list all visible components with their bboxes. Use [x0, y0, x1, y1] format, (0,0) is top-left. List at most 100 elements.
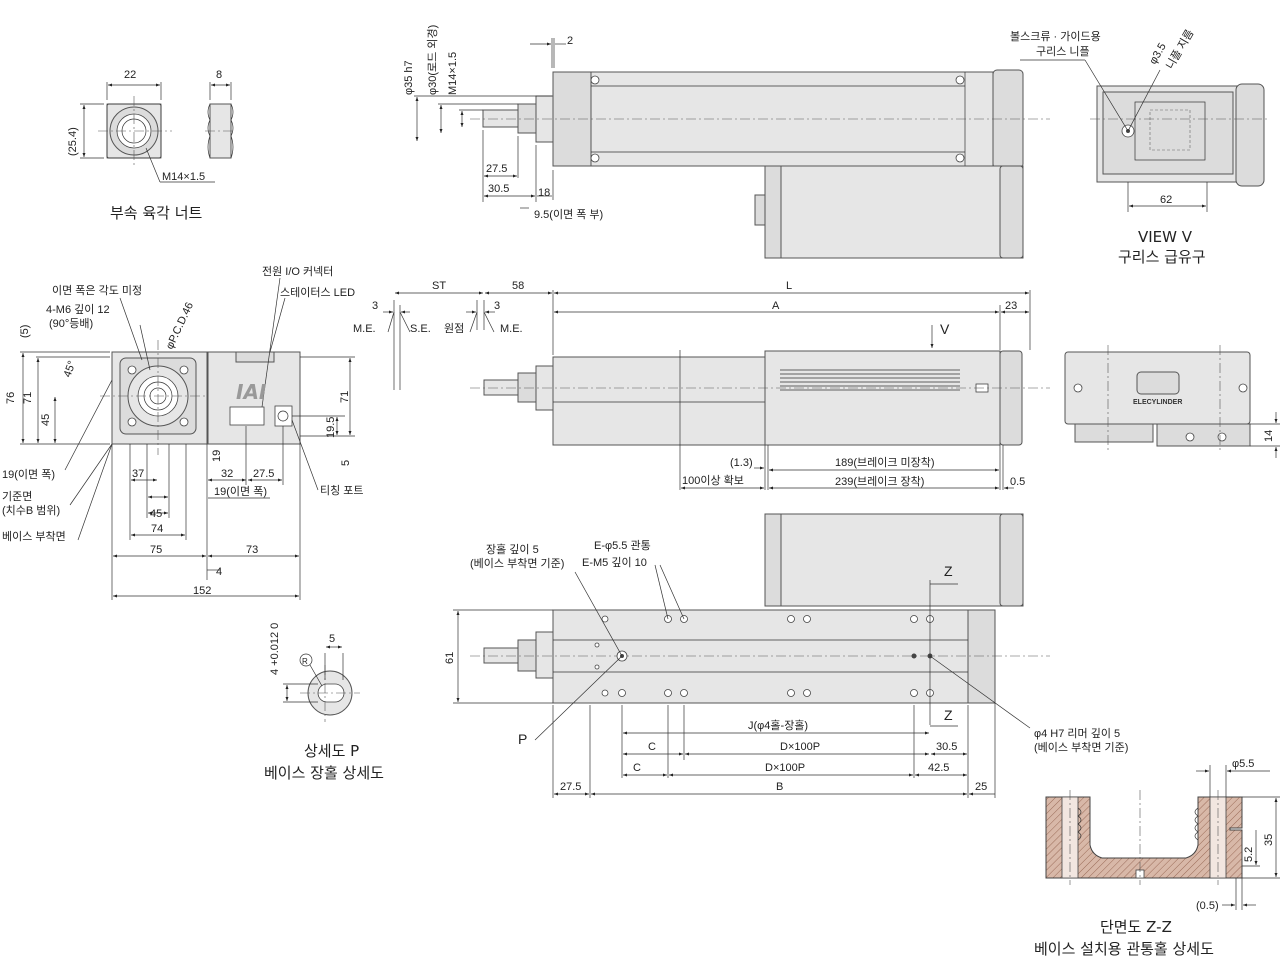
- top-m14-label: M14×1.5: [447, 52, 459, 95]
- detail-p-r: R: [302, 657, 308, 666]
- bottom-d30-5-label: 30.5: [936, 741, 957, 753]
- end-note-tap2: (90°등배): [49, 317, 93, 330]
- end-d27-5-label: 27.5: [253, 468, 274, 480]
- end-d74-label: 74: [151, 523, 163, 535]
- bottom-reamer2: (베이스 부착면 기준): [1034, 741, 1128, 754]
- zz-d0-5-label: (0.5): [1196, 900, 1219, 912]
- bottom-e-hole: E-φ5.5 관통: [594, 539, 651, 552]
- section-zz-drawing: [1045, 765, 1280, 910]
- top-d2-label: 2: [567, 35, 573, 47]
- side-origin-label: 원점: [444, 322, 464, 335]
- top-d27-5-label: 27.5: [486, 163, 507, 175]
- side-L-label: L: [786, 280, 792, 292]
- bottom-d25-label: 25: [975, 781, 987, 793]
- side-d58-label: 58: [512, 280, 524, 292]
- nut-thread-label: M14×1.5: [162, 171, 205, 183]
- nut-thickness-label: 8: [216, 69, 222, 81]
- end-d19back-label: 19(이면 폭): [2, 468, 55, 481]
- side-d3b-label: 3: [494, 300, 500, 312]
- end-d19-5-label: 19.5: [325, 417, 337, 438]
- motor-fins: [780, 369, 960, 391]
- side-d189-label: 189(브레이크 미장착): [835, 456, 935, 469]
- side-A-label: A: [772, 300, 780, 312]
- side-se-label: S.E.: [410, 323, 431, 335]
- bottom-e-tap: E-M5 깊이 10: [582, 556, 647, 569]
- end-d5r-label: 5: [340, 460, 352, 466]
- top-view-drawing: [414, 38, 1050, 259]
- end-d75-label: 75: [150, 544, 162, 556]
- bottom-B-label: B: [776, 781, 783, 793]
- end-d73-label: 73: [246, 544, 258, 556]
- end-view-drawing: [20, 277, 355, 600]
- detail-p-tol: 4 +0.012 0: [269, 623, 281, 675]
- side-d23-label: 23: [1005, 300, 1017, 312]
- end-pcd-label: φP.C.D.46: [164, 301, 196, 352]
- side-d239-label: 239(브레이크 장착): [835, 475, 924, 488]
- top-d30-label: φ30(로드 외경): [426, 25, 439, 95]
- end-d45-label: 45: [150, 508, 162, 520]
- end-note-tap: 4-M6 깊이 12: [46, 303, 110, 316]
- bottom-view-drawing: [453, 513, 1050, 798]
- side-d100-label: 100이상 확보: [682, 474, 744, 487]
- view-v-caption2: 구리스 급유구: [1118, 248, 1206, 266]
- bottom-c2-label: C: [633, 762, 641, 774]
- bottom-d42-5-label: 42.5: [928, 762, 949, 774]
- bottom-dx2-label: D×100P: [765, 762, 805, 774]
- end-d45deg-label: 45°: [62, 359, 79, 379]
- top-d30-5-label: 30.5: [488, 183, 509, 195]
- end-ref-face2: (치수B 범위): [2, 504, 60, 517]
- side-v-label: V: [940, 321, 950, 337]
- end-d37-label: 37: [132, 468, 144, 480]
- zz-d5-5-label: φ5.5: [1232, 758, 1254, 770]
- bottom-p-label: P: [518, 731, 527, 747]
- end-teaching-label: 티칭 포트: [320, 484, 364, 497]
- view-v-d62-label: 62: [1160, 194, 1172, 206]
- side-d3a-label: 3: [372, 300, 378, 312]
- end-d32-label: 32: [221, 468, 233, 480]
- hex-nut-drawing: [80, 82, 236, 183]
- side-d0-5-label: 0.5: [1010, 476, 1025, 488]
- top-d9-5-label: 9.5(이면 폭 부): [534, 208, 603, 221]
- end-ref-face: 기준면: [2, 490, 32, 503]
- detail-p-d5: 5: [329, 633, 335, 645]
- end-d45v-label: 45: [40, 414, 52, 426]
- zz-caption1: 단면도 Z-Z: [1100, 918, 1172, 936]
- bottom-d61-label: 61: [444, 652, 456, 664]
- end-d76-label: 76: [5, 392, 17, 404]
- end-d5-label: (5): [19, 325, 31, 338]
- bottom-c1-label: C: [648, 741, 656, 753]
- view-v-label2: 구리스 니플: [1036, 45, 1090, 58]
- bottom-slot-note: 장홀 깊이 5: [486, 543, 539, 556]
- side-view-drawing: [383, 290, 1050, 490]
- end-d4-label: 4: [216, 566, 222, 578]
- top-d18-label: 18: [538, 187, 550, 199]
- end-d19-label: 19: [211, 450, 223, 462]
- detail-p-caption2: 베이스 장홀 상세도: [264, 764, 384, 782]
- end-d71r-label: 71: [339, 391, 351, 403]
- bottom-d27-5-label: 27.5: [560, 781, 581, 793]
- bottom-slot-note2: (베이스 부착면 기준): [470, 557, 564, 570]
- side-me1-label: M.E.: [353, 323, 376, 335]
- side-d1-3-label: (1.3): [730, 457, 753, 469]
- side-st-label: ST: [432, 280, 446, 292]
- nut-height-label: (25.4): [67, 127, 79, 156]
- right-end-d14-label: 14: [1263, 430, 1275, 442]
- end-power-io-label: 전원 I/O 커넥터: [262, 265, 333, 278]
- zz-d5-2-label: 5.2: [1243, 847, 1255, 862]
- top-d35-label: φ35 h7: [403, 60, 415, 95]
- end-base-face: 베이스 부착면: [2, 530, 66, 543]
- bottom-dx1-label: D×100P: [780, 741, 820, 753]
- end-d71-label: 71: [22, 392, 34, 404]
- detail-p-caption1: 상세도 P: [304, 742, 359, 760]
- iai-brand: IAI: [236, 380, 267, 404]
- nut-width-label: 22: [124, 69, 136, 81]
- elecylinder-logo: ELECYLINDER: [1133, 399, 1182, 406]
- end-d19back2-label: 19(이면 폭): [214, 485, 267, 498]
- view-v-caption1: VIEW V: [1138, 228, 1193, 246]
- zz-caption2: 베이스 설치용 관통홀 상세도: [1034, 940, 1214, 958]
- bottom-j-label: J(φ4홀-장홀): [748, 719, 808, 732]
- detail-p-drawing: [283, 645, 360, 722]
- end-note-angle: 이면 폭은 각도 미정: [52, 284, 142, 297]
